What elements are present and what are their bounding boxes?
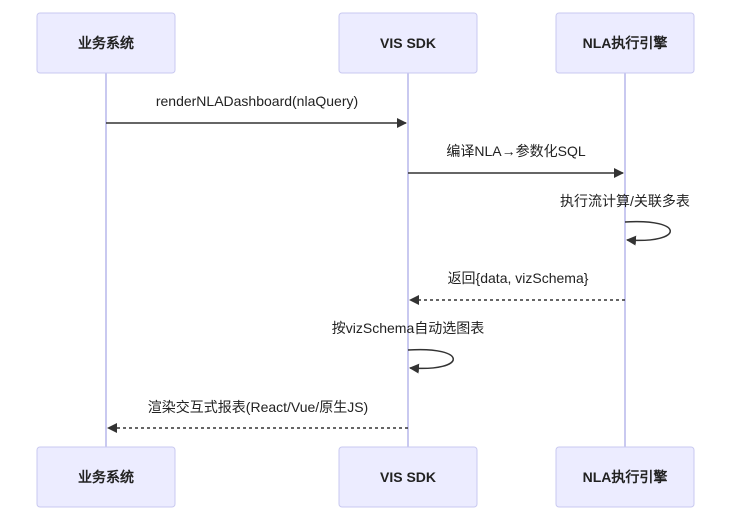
actor-bottom-nla: NLA执行引擎 xyxy=(555,446,695,508)
message-auto-chart-label: 按vizSchema自动选图表 xyxy=(332,320,484,336)
message-return-data: 返回{data, vizSchema} xyxy=(409,270,625,305)
actor-bottom-vis-label: VIS SDK xyxy=(380,469,436,485)
actor-top-biz-label: 业务系统 xyxy=(78,35,134,51)
message-auto-chart-arrow xyxy=(407,348,454,374)
message-auto-chart: 按vizSchema自动选图表 xyxy=(332,320,484,374)
message-render-dashboard: renderNLADashboard(nlaQuery) xyxy=(106,93,407,128)
message-render-report: 渲染交互式报表(React/Vue/原生JS) xyxy=(107,399,408,433)
message-execute-stream-arrow xyxy=(624,220,671,246)
message-execute-stream-label: 执行流计算/关联多表 xyxy=(560,193,690,209)
actor-top-nla-label: NLA执行引擎 xyxy=(583,35,668,51)
actor-bottom-vis: VIS SDK xyxy=(338,446,478,508)
actor-top-biz: 业务系统 xyxy=(36,12,176,74)
actor-bottom-biz: 业务系统 xyxy=(36,446,176,508)
message-execute-stream: 执行流计算/关联多表 xyxy=(560,193,690,246)
actor-top-vis-label: VIS SDK xyxy=(380,35,436,51)
actor-bottom-nla-label: NLA执行引擎 xyxy=(583,469,668,485)
actor-bottom-biz-label: 业务系统 xyxy=(78,469,134,485)
message-render-report-label: 渲染交互式报表(React/Vue/原生JS) xyxy=(148,399,368,415)
message-compile-nla-label: 编译NLA→参数化SQL xyxy=(446,143,585,159)
message-return-data-label: 返回{data, vizSchema} xyxy=(448,270,589,286)
message-render-dashboard-label: renderNLADashboard(nlaQuery) xyxy=(156,93,358,109)
actor-top-nla: NLA执行引擎 xyxy=(555,12,695,74)
message-compile-nla: 编译NLA→参数化SQL xyxy=(408,143,624,178)
actor-top-vis: VIS SDK xyxy=(338,12,478,74)
